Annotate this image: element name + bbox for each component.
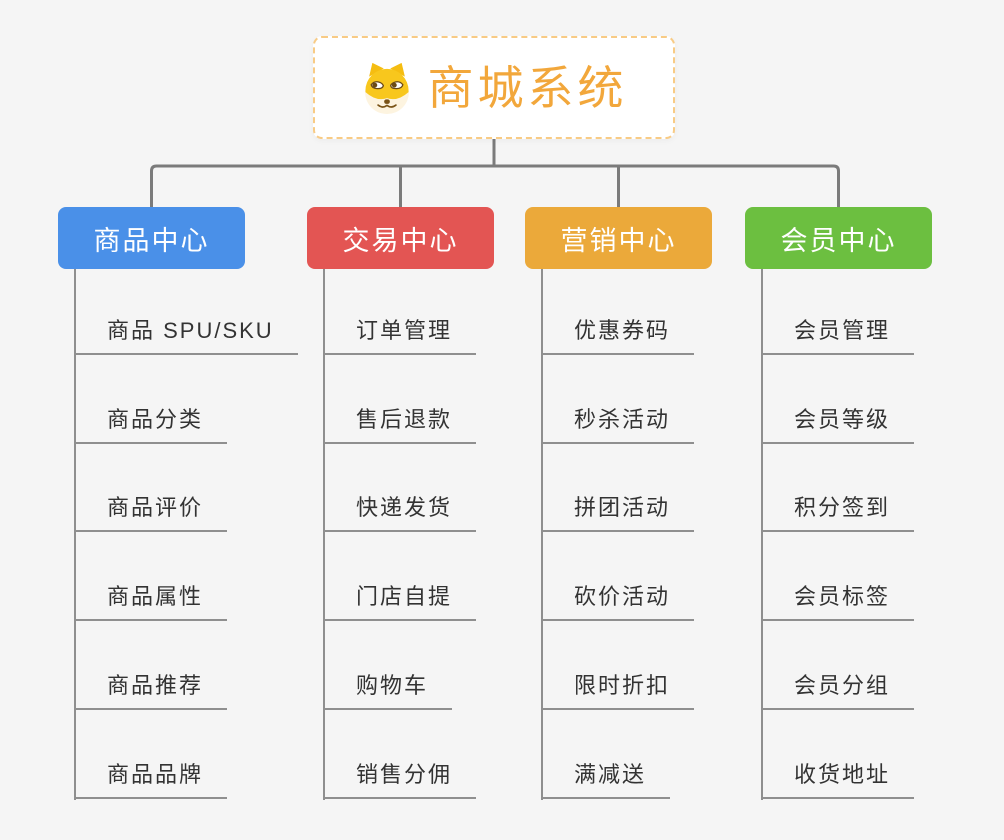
leaf-node[interactable]: 收货地址 xyxy=(761,762,915,799)
leaf-node[interactable]: 会员标签 xyxy=(761,584,915,621)
leaf-node[interactable]: 订单管理 xyxy=(323,318,477,355)
leaf-node[interactable]: 砍价活动 xyxy=(541,584,695,621)
leaf-node[interactable]: 会员分组 xyxy=(761,673,915,710)
leaf-node[interactable]: 拼团活动 xyxy=(541,495,695,532)
leaf-node[interactable]: 商品分类 xyxy=(74,407,228,444)
leaf-node[interactable]: 商品推荐 xyxy=(74,673,228,710)
doge-icon xyxy=(364,62,409,114)
branch-vertical-line xyxy=(74,269,76,800)
branch-label: 商品中心 xyxy=(93,225,210,256)
leaf-node[interactable]: 秒杀活动 xyxy=(541,407,695,444)
leaf-node[interactable]: 优惠券码 xyxy=(541,318,695,355)
leaf-node[interactable]: 积分签到 xyxy=(761,495,915,532)
branch-node-marketing[interactable]: 营销中心 xyxy=(525,207,712,269)
branch-label: 交易中心 xyxy=(342,225,459,256)
leaf-node[interactable]: 会员等级 xyxy=(761,407,915,444)
branch-vertical-line xyxy=(323,269,325,800)
leaf-node[interactable]: 商品属性 xyxy=(74,584,228,621)
branch-column-member: 会员中心 会员管理 会员等级 积分签到 会员标签 会员分组 收货地址 xyxy=(745,207,1004,827)
leaf-node[interactable]: 快递发货 xyxy=(323,495,477,532)
leaf-node[interactable]: 购物车 xyxy=(323,673,453,710)
leaf-node[interactable]: 限时折扣 xyxy=(541,673,695,710)
leaf-node[interactable]: 商品品牌 xyxy=(74,762,228,799)
root-title: 商城系统 xyxy=(427,61,628,114)
leaf-node[interactable]: 商品评价 xyxy=(74,495,228,532)
leaf-node[interactable]: 销售分佣 xyxy=(323,762,477,799)
leaf-node[interactable]: 满减送 xyxy=(541,762,671,799)
branch-vertical-line xyxy=(761,269,763,800)
branch-column-product: 商品中心 商品 SPU/SKU 商品分类 商品评价 商品属性 商品推荐 商品品牌 xyxy=(58,207,338,827)
branch-node-product[interactable]: 商品中心 xyxy=(58,207,245,269)
root-node[interactable]: 商城系统 xyxy=(313,36,675,139)
branch-label: 会员中心 xyxy=(780,225,897,256)
leaf-node[interactable]: 会员管理 xyxy=(761,318,915,355)
leaf-node[interactable]: 门店自提 xyxy=(323,584,477,621)
branch-column-marketing: 营销中心 优惠券码 秒杀活动 拼团活动 砍价活动 限时折扣 满减送 xyxy=(525,207,805,827)
leaf-node[interactable]: 售后退款 xyxy=(323,407,477,444)
branch-node-trade[interactable]: 交易中心 xyxy=(307,207,494,269)
branch-vertical-line xyxy=(541,269,543,800)
branch-node-member[interactable]: 会员中心 xyxy=(745,207,932,269)
branch-column-trade: 交易中心 订单管理 售后退款 快递发货 门店自提 购物车 销售分佣 xyxy=(307,207,587,827)
leaf-node[interactable]: 商品 SPU/SKU xyxy=(74,318,298,355)
branch-label: 营销中心 xyxy=(560,225,677,256)
